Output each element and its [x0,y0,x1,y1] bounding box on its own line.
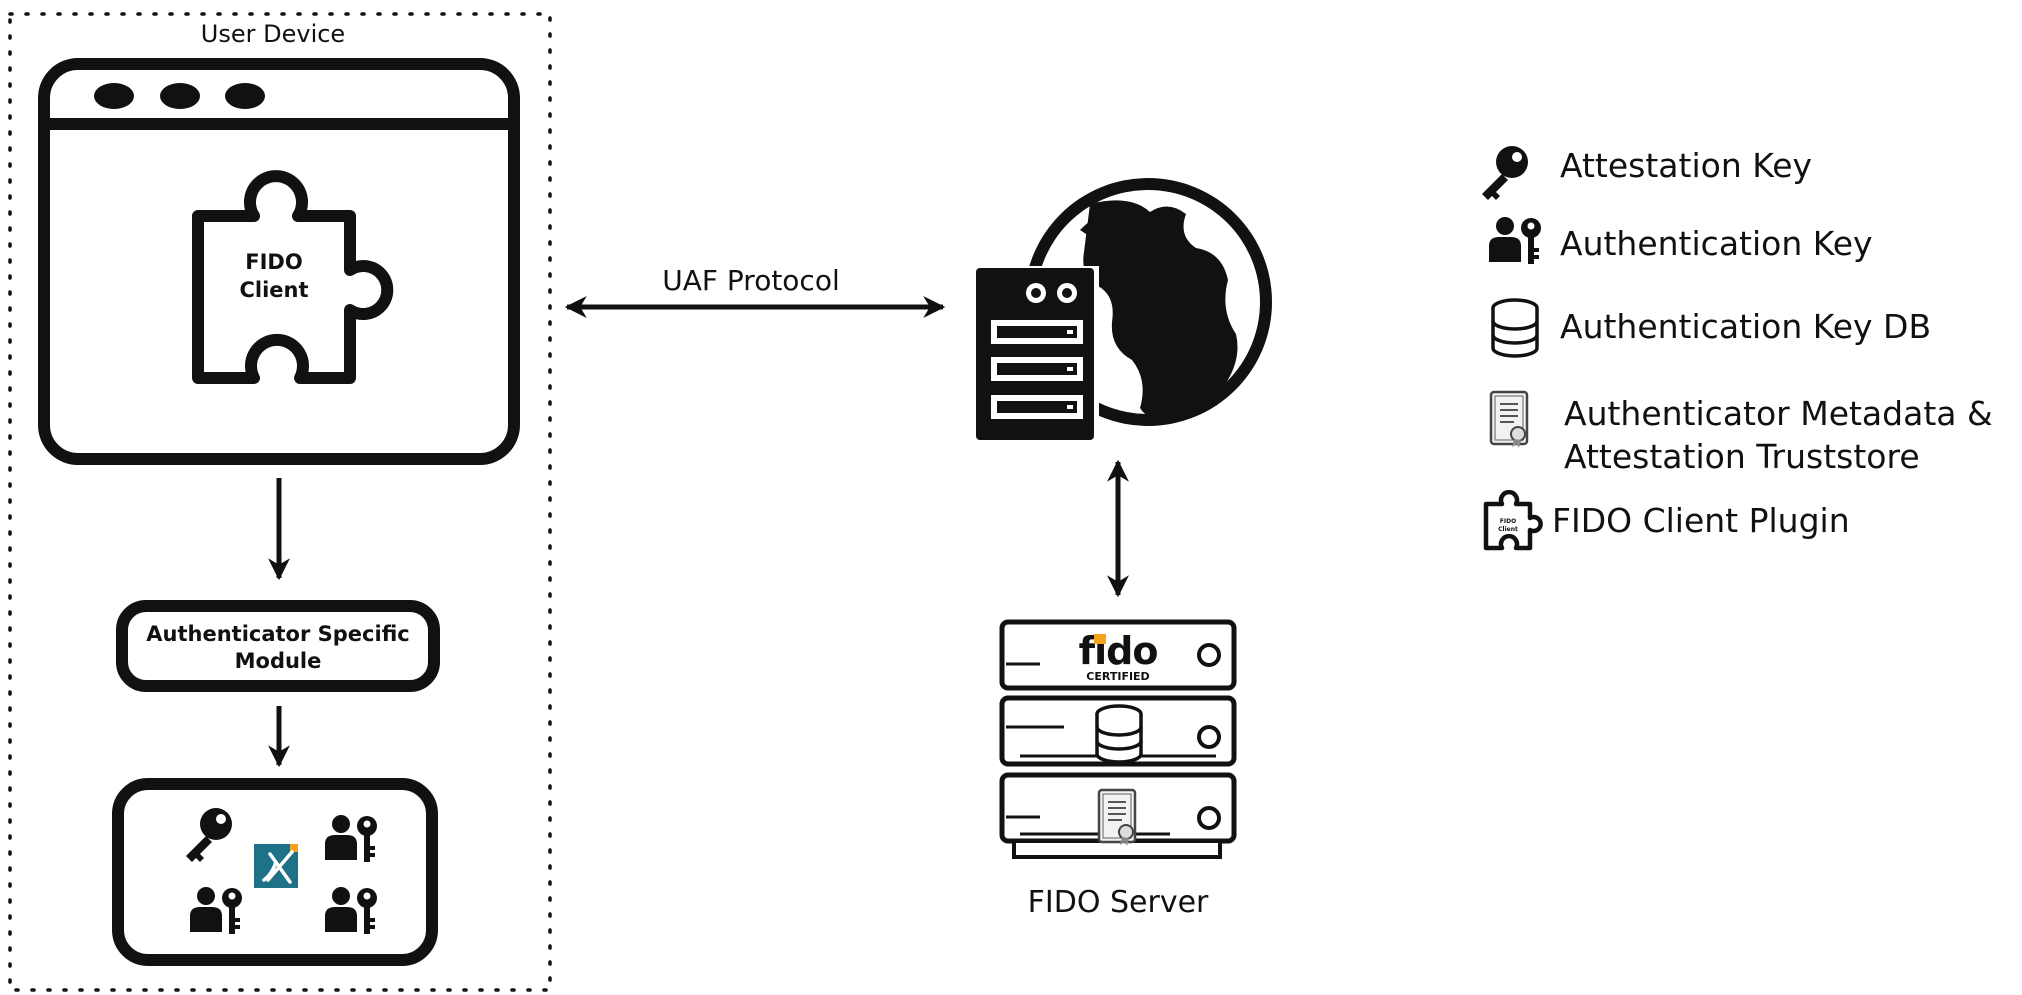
user-device-label: User Device [201,20,345,48]
legend-attestation-key: Attestation Key [1560,146,1812,185]
user-key-icon [1489,217,1541,264]
key-icon [1482,146,1528,200]
fido-logo-certified: CERTIFIED [1086,670,1149,683]
legend-authentication-key-db: Authentication Key DB [1560,307,1931,346]
uaf-protocol-label: UAF Protocol [662,264,840,297]
fido-certified-logo: fido CERTIFIED [1079,629,1159,683]
window-dot-icon [225,83,265,109]
puzzle-piece-icon: FIDO Client [1483,489,1543,551]
window-dot-icon [94,83,134,109]
fido-client-label-line2: Client [239,278,308,302]
fido-logo-word: fido [1079,629,1158,673]
database-icon [1095,704,1143,764]
window-dot-icon [160,83,200,109]
database-icon [1491,298,1539,358]
certificate-icon [1097,788,1137,848]
asm-label-line1: Authenticator Specific [146,622,409,646]
legend-metadata-line1: Authenticator Metadata & [1564,394,1993,433]
asm-label-line2: Module [235,649,322,673]
user-device-boundary [8,12,552,992]
web-server-icon [971,266,1099,446]
legend-authentication-key: Authentication Key [1560,224,1873,263]
plugin-icon-text1: FIDO [1500,518,1516,525]
plugin-icon-text2: Client [1498,526,1518,533]
certificate-icon [1489,390,1529,450]
legend-metadata-line2: Attestation Truststore [1564,437,1920,476]
fido-client-puzzle-icon [192,170,394,384]
legend-fido-client-plugin: FIDO Client Plugin [1552,501,1850,540]
fido-client-label-line1: FIDO [245,250,302,274]
ux-logo-badge [254,844,298,888]
fido-server-label: FIDO Server [1028,885,1209,920]
authenticator-specific-module-box [116,600,440,692]
